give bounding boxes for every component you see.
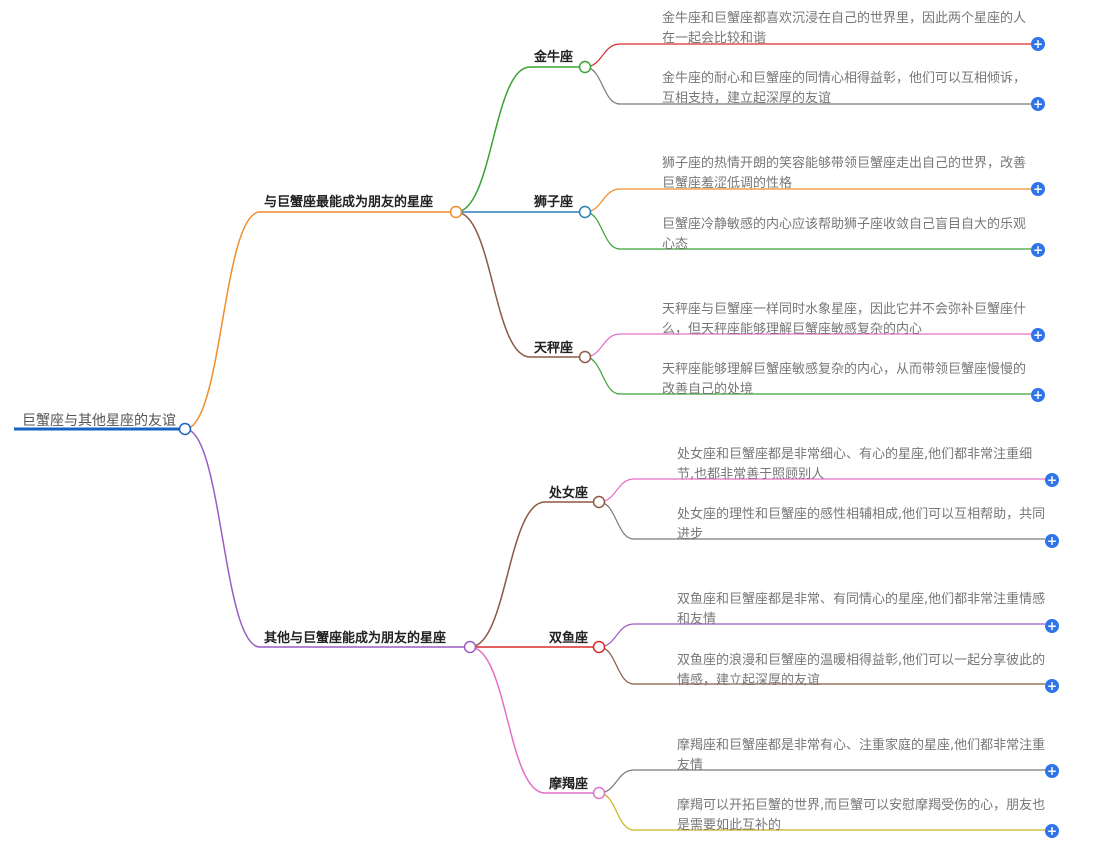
node-connector (455, 211, 531, 358)
expand-plus-icon[interactable]: + (1031, 388, 1045, 402)
leaf-text: 巨蟹座冷静敏感的内心应该帮助狮子座收敛自己盲目自大的乐观心态 (662, 217, 1027, 252)
leaf-text: 金牛座和巨蟹座都喜欢沉浸在自己的世界里，因此两个星座的人在一起会比较和谐 (662, 11, 1027, 46)
node-collapse-circle (592, 640, 606, 654)
leaf-connector (598, 769, 635, 794)
leaf-text: 狮子座的热情开朗的笑容能够带领巨蟹座走出自己的世界，改善巨蟹座羞涩低调的性格 (662, 156, 1027, 191)
expand-plus-icon[interactable]: + (1045, 679, 1059, 693)
node-collapse-circle (592, 786, 606, 800)
leaf-connector (584, 333, 621, 358)
node-collapse-circle (578, 350, 592, 364)
leaf-text: 处女座的理性和巨蟹座的感性相辅相成,他们可以互相帮助，共同进步 (677, 507, 1046, 542)
branch-connector (184, 428, 261, 648)
branch-collapse-circle (463, 640, 477, 654)
node-collapse-circle (578, 205, 592, 219)
node-label-leo[interactable]: 狮子座 (534, 195, 574, 210)
leaf-text: 双鱼座和巨蟹座都是非常、有同情心的星座,他们都非常注重情感和友情 (677, 592, 1046, 627)
leaf-connector (584, 188, 621, 213)
branch-connector (184, 211, 261, 430)
expand-plus-icon[interactable]: + (1031, 182, 1045, 196)
branch-collapse-circle (449, 205, 463, 219)
leaf-connector (584, 211, 621, 250)
expand-plus-icon[interactable]: + (1031, 97, 1045, 111)
expand-plus-icon[interactable]: + (1031, 37, 1045, 51)
leaf-text: 天秤座能够理解巨蟹座敏感复杂的内心，从而带领巨蟹座慢慢的改善自己的处境 (662, 362, 1027, 397)
leaf-text: 摩羯座和巨蟹座都是非常有心、注重家庭的星座,他们都非常注重友情 (677, 738, 1046, 773)
expand-plus-icon[interactable]: + (1045, 764, 1059, 778)
expand-plus-icon[interactable]: + (1045, 534, 1059, 548)
expand-plus-icon[interactable]: + (1045, 619, 1059, 633)
expand-plus-icon[interactable]: + (1031, 328, 1045, 342)
node-label-libra[interactable]: 天秤座 (534, 341, 574, 356)
node-collapse-circle (578, 60, 592, 74)
root-node-label[interactable]: 巨蟹座与其他星座的友谊 (22, 413, 176, 429)
expand-plus-icon[interactable]: + (1045, 824, 1059, 838)
leaf-connector (598, 792, 635, 831)
node-label-pisces[interactable]: 双鱼座 (549, 631, 589, 646)
leaf-text: 处女座和巨蟹座都是非常细心、有心的星座,他们都非常注重细节,也都非常善于照顾别人 (677, 447, 1033, 482)
leaf-text: 天秤座与巨蟹座一样同时水象星座，因此它并不会弥补巨蟹座什么，但天秤座能够理解巨蟹… (662, 302, 1027, 337)
expand-plus-icon[interactable]: + (1031, 243, 1045, 257)
leaf-connector (598, 501, 635, 540)
branch-label-best-friends[interactable]: 与巨蟹座最能成为朋友的星座 (264, 195, 434, 210)
leaf-connector (598, 478, 635, 503)
leaf-connector (598, 646, 635, 685)
leaf-connector (584, 66, 621, 105)
expand-plus-icon[interactable]: + (1045, 473, 1059, 487)
leaf-connector (584, 43, 621, 68)
leaf-text: 双鱼座的浪漫和巨蟹座的温暖相得益彰,他们可以一起分享彼此的情感，建立起深厚的友谊 (677, 653, 1046, 688)
node-label-capricorn[interactable]: 摩羯座 (549, 777, 589, 792)
node-label-taurus[interactable]: 金牛座 (534, 50, 574, 65)
leaf-text: 金牛座的耐心和巨蟹座的同情心相得益彰，他们可以互相倾诉，互相支持，建立起深厚的友… (662, 71, 1027, 106)
leaf-connector (598, 623, 635, 648)
leaf-text: 摩羯可以开拓巨蟹的世界,而巨蟹可以安慰摩羯受伤的心，朋友也是需要如此互补的 (677, 798, 1046, 833)
node-collapse-circle (592, 495, 606, 509)
node-connector (469, 646, 546, 794)
root-collapse-circle (178, 422, 192, 436)
node-connector (455, 66, 531, 213)
branch-label-other-friends[interactable]: 其他与巨蟹座能成为朋友的星座 (264, 631, 447, 646)
node-connector (469, 501, 546, 648)
node-label-virgo[interactable]: 处女座 (549, 486, 589, 501)
leaf-connector (584, 356, 621, 395)
